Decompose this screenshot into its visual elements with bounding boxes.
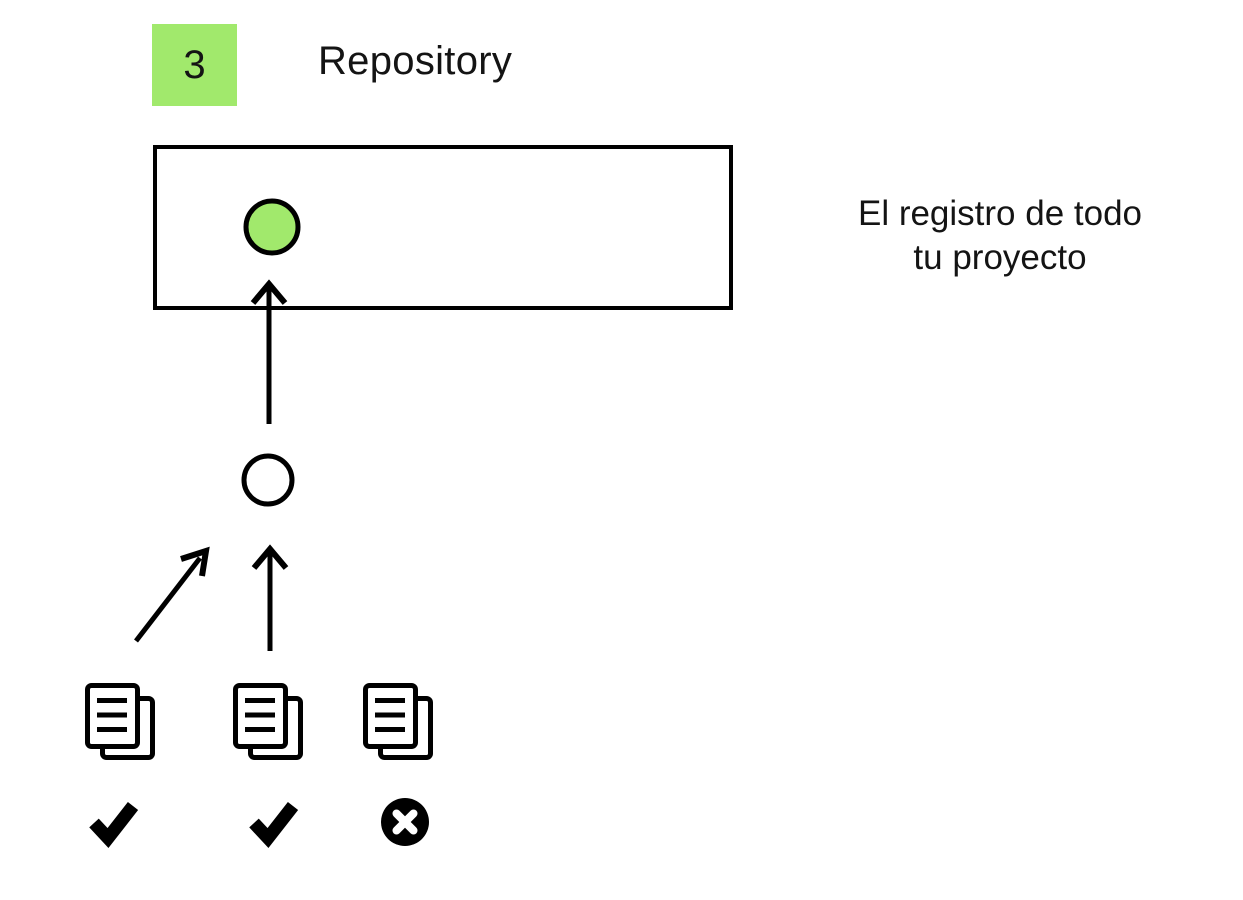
- check-icon-2: [254, 806, 293, 838]
- annotation-line-1: El registro de todo: [857, 194, 1143, 233]
- file-copies-icon-2: [236, 686, 301, 758]
- file-copies-icon-1: [88, 686, 153, 758]
- page-title: Repository: [318, 39, 513, 83]
- stage-arrow-center-icon: [251, 544, 289, 651]
- annotation-line-2: tu proyecto: [913, 238, 1087, 277]
- step-badge: 3: [152, 24, 237, 106]
- step-number: 3: [183, 42, 206, 87]
- file-copies-icon-3: [366, 686, 431, 758]
- repository-box: [153, 145, 733, 310]
- annotation-text: El registro de todo tu proyecto: [825, 192, 1175, 280]
- check-icon-1: [94, 806, 133, 838]
- commit-circle-icon: [243, 198, 301, 256]
- commit-arrow-icon: [250, 279, 288, 424]
- pending-commit-circle-icon: [241, 453, 295, 507]
- cross-icon: [381, 798, 429, 846]
- stage-arrow-left-icon: [134, 546, 210, 643]
